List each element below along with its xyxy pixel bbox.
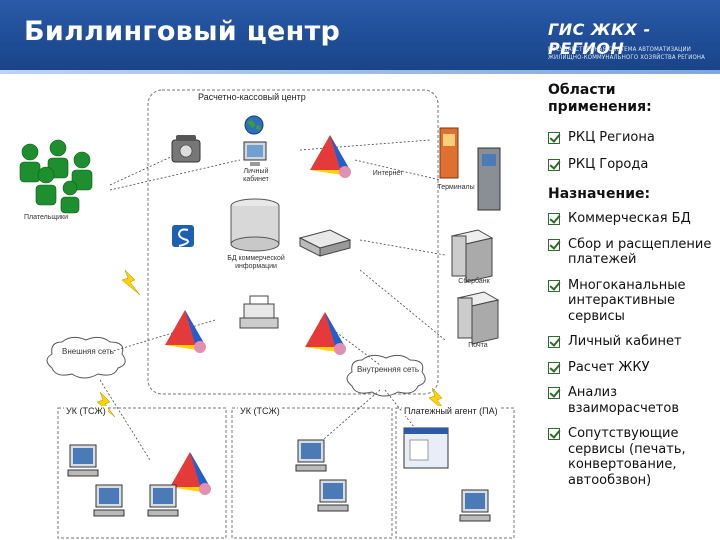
personal-cabinet-computer-icon — [243, 141, 267, 166]
payment-system-logo-icon — [172, 225, 194, 247]
checkbox-icon — [548, 132, 560, 144]
checkbox-icon — [548, 279, 560, 292]
db-label: БД коммерческой информации — [227, 255, 285, 270]
post-server-icon — [456, 291, 500, 345]
uk-center-computer-icon-2 — [317, 479, 349, 512]
purpose-item: Сбор и расщепление платежей — [548, 237, 718, 268]
info-panel: Области применения: РКЦ Региона РКЦ Горо… — [548, 82, 718, 488]
checkbox-icon — [548, 238, 560, 251]
printer-icon-1 — [239, 295, 279, 329]
checkbox-icon — [548, 361, 560, 374]
terminals-label: Терминалы — [437, 184, 475, 191]
purpose-item-label: Анализ взаиморасчетов — [568, 385, 679, 416]
purpose-item-label: Расчет ЖКУ — [568, 359, 650, 375]
payment-agent-label: Платежный агент (ПА) — [402, 406, 500, 416]
checkbox-icon — [548, 213, 560, 225]
purpose-item-label: Сбор и расщепление платежей — [568, 236, 712, 268]
purpose-item: Анализ взаиморасчетов — [548, 385, 718, 416]
header-band: Биллинговый центр ГИС ЖКХ - РЕГИОН ГОСУД… — [0, 0, 720, 74]
areas-item: РКЦ Региона — [548, 130, 718, 146]
uk-center-computer-icon-1 — [295, 439, 327, 472]
uk-center-label: УК (ТСЖ) — [238, 406, 282, 416]
checkbox-icon — [548, 158, 560, 171]
purpose-list: Коммерческая БД Сбор и расщепление плате… — [548, 211, 718, 488]
purpose-heading: Назначение: — [548, 186, 651, 202]
database-icon — [230, 198, 280, 252]
atm-icon — [477, 147, 501, 211]
uk-left-boundary — [57, 407, 227, 539]
payment-kiosk-icon — [439, 127, 459, 179]
payment-agent-boundary — [395, 407, 515, 539]
internal-cloud-label: Внутренняя сеть — [356, 365, 420, 374]
post-label: Почта — [468, 342, 488, 349]
page-title: Биллинговый центр — [24, 16, 341, 47]
checkbox-icon — [548, 387, 560, 399]
payment-agent-window-icon — [403, 427, 449, 469]
server-prism-icon-3 — [305, 312, 346, 355]
purpose-item: Личный кабинет — [548, 334, 718, 350]
globe-icon — [244, 115, 264, 135]
internet-label: Интернет — [372, 170, 404, 177]
uk-left-label: УК (ТСЖ) — [64, 406, 108, 416]
purpose-item-label: Личный кабинет — [568, 334, 682, 349]
personal-cabinet-label: Личный кабинет — [243, 168, 269, 183]
sberbank-label: Сбербанк — [458, 278, 490, 285]
uk-center-boundary — [231, 407, 393, 539]
purpose-item: Сопутствующие сервисы (печать, конвертов… — [548, 426, 718, 488]
checkbox-icon — [548, 428, 560, 440]
areas-list: РКЦ Региона РКЦ Города — [548, 130, 718, 172]
purpose-item-label: Коммерческая БД — [568, 211, 691, 226]
purpose-item-label: Многоканальные интерактивные сервисы — [568, 277, 686, 324]
purpose-item: Коммерческая БД — [548, 211, 718, 227]
sberbank-server-icon — [450, 229, 494, 283]
purpose-item: Многоканальные интерактивные сервисы — [548, 278, 718, 325]
checkbox-icon — [548, 336, 560, 348]
areas-heading: Области применения: — [548, 82, 652, 115]
diagram-canvas — [19, 89, 515, 539]
areas-item-label: РКЦ Региона — [568, 130, 655, 145]
purpose-item-label: Сопутствующие сервисы (печать, конвертов… — [568, 426, 686, 488]
server-prism-icon-4 — [170, 452, 211, 495]
server-prism-icon-2 — [165, 310, 206, 353]
internal-cloud-shape — [346, 354, 426, 397]
purpose-item: Расчет ЖКУ — [548, 360, 718, 376]
uk-left-computer-icon-3 — [147, 484, 179, 517]
logo-title: ГИС ЖКХ - РЕГИОН — [548, 20, 651, 58]
areas-item-label: РКЦ Города — [568, 156, 649, 172]
uk-left-computer-icon-2 — [93, 484, 125, 517]
lightning-icon-2 — [96, 391, 116, 418]
logo-subtitle: ГОСУДАРСТВЕННАЯ СИСТЕМА АВТОМАТИЗАЦИИ ЖИ… — [548, 46, 706, 61]
external-cloud-label: Внешняя сеть — [62, 347, 114, 356]
header-stripe — [0, 70, 720, 74]
rkc-label: Расчетно-кассовый центр — [196, 92, 308, 102]
areas-item: РКЦ Города — [548, 157, 718, 173]
logo: ГИС ЖКХ - РЕГИОН ГОСУДАРСТВЕННАЯ СИСТЕМА… — [540, 8, 712, 70]
network-switch-icon — [298, 229, 352, 257]
phone-icon — [171, 135, 201, 163]
external-cloud-shape — [46, 336, 126, 379]
server-prism-icon-1 — [310, 135, 351, 178]
lightning-icon-1 — [121, 269, 141, 296]
payment-agent-computer-icon — [459, 489, 491, 522]
billing-diagram: Расчетно-кассовый центр Интернет Внешняя… — [0, 80, 540, 540]
uk-left-computer-icon-1 — [67, 444, 99, 477]
payers-label: Плательщики — [23, 214, 69, 221]
rkc-boundary — [147, 89, 439, 395]
payers-people-icon — [19, 139, 93, 214]
